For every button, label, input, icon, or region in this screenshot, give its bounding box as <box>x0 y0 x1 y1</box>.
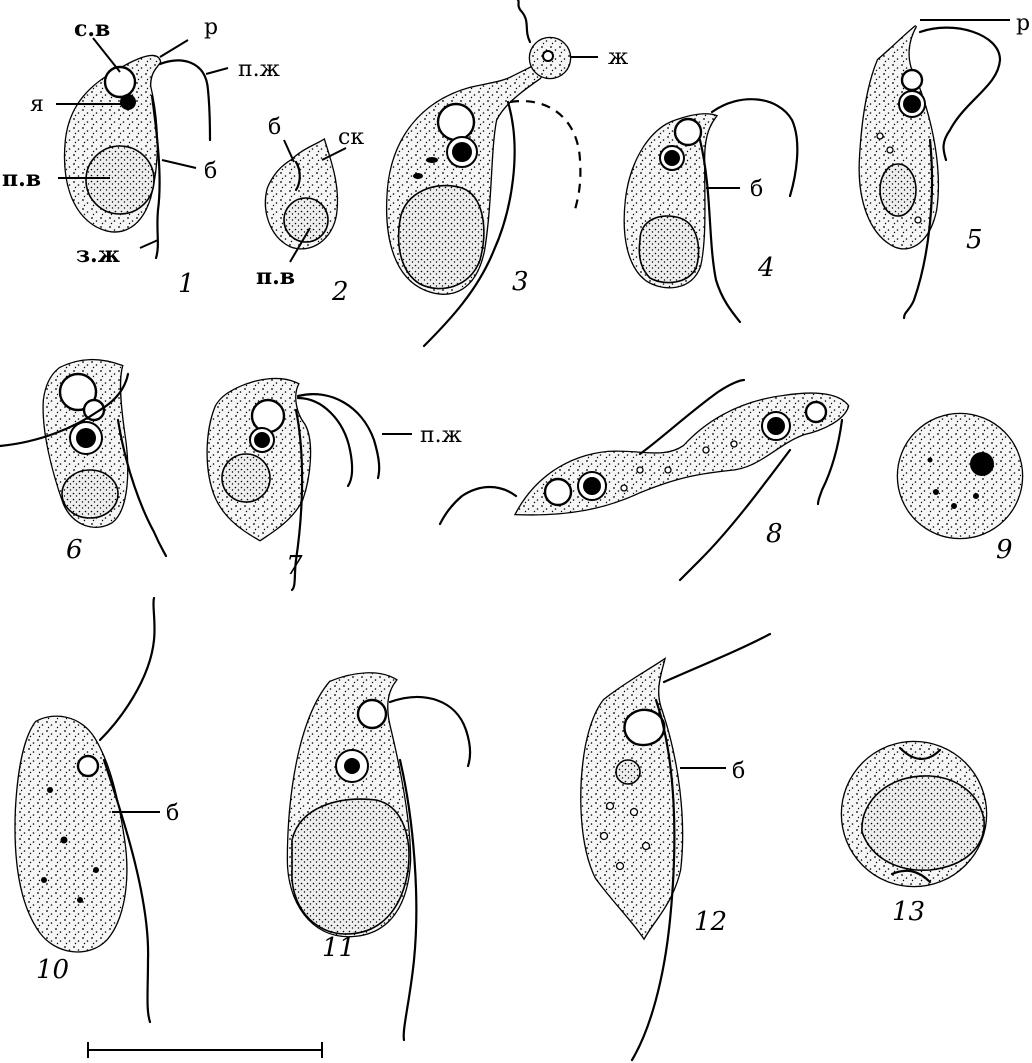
label-r-5: р <box>1016 11 1030 36</box>
label-b-2: б <box>268 115 281 140</box>
cell-13 <box>842 742 986 886</box>
cell-11 <box>288 673 470 1040</box>
figure-number-1: 1 <box>178 269 195 299</box>
label-ya: я <box>30 92 44 117</box>
cell-8 <box>440 380 848 580</box>
figure-number-10: 10 <box>36 955 69 985</box>
figure-number-13: 13 <box>892 897 925 927</box>
label-r-1: р <box>204 15 218 40</box>
label-b-10: б <box>166 801 179 826</box>
cell-2 <box>266 140 337 248</box>
cell-3 <box>387 0 580 346</box>
label-sv: с.в <box>74 16 110 42</box>
label-b-12: б <box>732 759 745 784</box>
label-pv-2: п.в <box>256 264 295 290</box>
cell-5 <box>860 26 1000 318</box>
figure-number-9: 9 <box>996 535 1013 565</box>
figure-number-12: 12 <box>694 907 727 937</box>
label-zzh: з.ж <box>76 242 120 268</box>
figure-number-11: 11 <box>322 933 355 963</box>
cell-1 <box>65 56 210 258</box>
cell-6 <box>0 360 166 556</box>
label-pzh-7: п.ж <box>420 423 462 448</box>
figure-number-5: 5 <box>966 225 983 255</box>
label-b-1: б <box>204 159 217 184</box>
figure-number-4: 4 <box>757 253 775 283</box>
figure-number-2: 2 <box>331 277 349 307</box>
cell-9 <box>898 414 1022 538</box>
scale-bar <box>88 1042 322 1058</box>
label-sk: ск <box>338 125 364 150</box>
cell-12 <box>581 634 770 1060</box>
figure-number-3: 3 <box>512 267 529 297</box>
figure-number-7: 7 <box>286 551 303 581</box>
figure-number-8: 8 <box>766 519 783 549</box>
figure-number-6: 6 <box>66 535 83 565</box>
cell-4 <box>625 99 798 322</box>
label-pv-1: п.в <box>2 166 41 192</box>
label-b-4: б <box>750 177 763 202</box>
label-pzh-1: п.ж <box>238 57 280 82</box>
label-zh: ж <box>608 45 628 70</box>
